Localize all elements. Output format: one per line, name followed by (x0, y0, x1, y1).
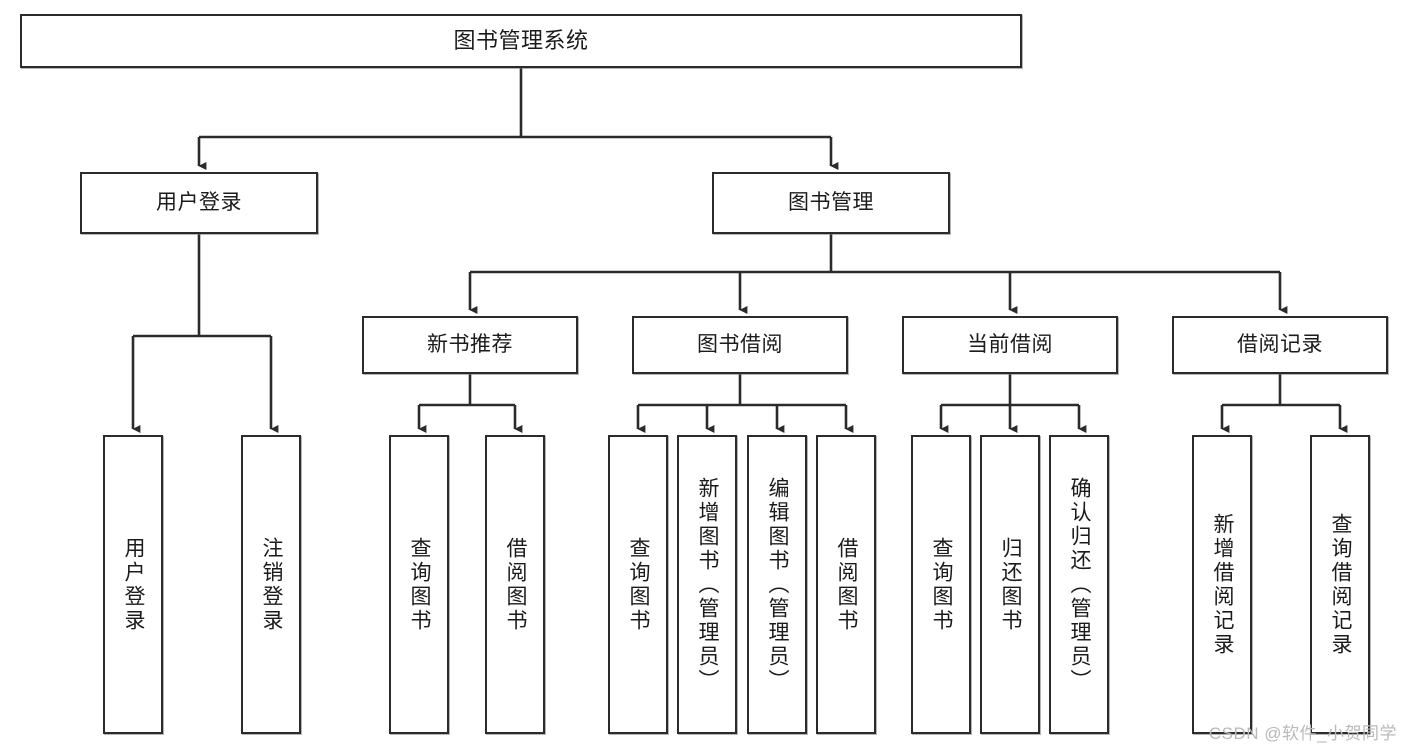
node-current-borrow[interactable]: 当前借阅 (902, 316, 1118, 374)
node-label: 注销登录 (260, 536, 284, 633)
node-leaf-newbook-borrow-book[interactable]: 借阅图书 (485, 435, 545, 734)
node-label: 查询图书 (627, 536, 651, 633)
node-label: 用户登录 (156, 190, 242, 214)
node-leaf-record-add-record[interactable]: 新增借阅记录 (1192, 435, 1252, 734)
node-borrow-record[interactable]: 借阅记录 (1172, 316, 1388, 374)
node-leaf-borrow-edit-book-admin[interactable]: 编辑图书（管理员） (747, 435, 807, 734)
node-label: 归还图书 (999, 536, 1023, 633)
node-label: 确认归还（管理员） (1068, 476, 1092, 693)
node-book-borrow[interactable]: 图书借阅 (632, 316, 848, 374)
node-label: 查询借阅记录 (1329, 512, 1353, 657)
node-user-login[interactable]: 用户登录 (80, 172, 318, 234)
node-leaf-borrow-borrow-book[interactable]: 借阅图书 (816, 435, 876, 734)
node-label: 图书管理系统 (453, 28, 589, 54)
node-leaf-record-query-record[interactable]: 查询借阅记录 (1310, 435, 1370, 734)
node-label: 编辑图书（管理员） (766, 476, 790, 693)
node-leaf-current-confirm-return-admin[interactable]: 确认归还（管理员） (1049, 435, 1109, 734)
node-leaf-borrow-query-book[interactable]: 查询图书 (608, 435, 668, 734)
node-label: 借阅记录 (1237, 332, 1323, 356)
node-leaf-newbook-query-book[interactable]: 查询图书 (389, 435, 449, 734)
node-new-book-recommend[interactable]: 新书推荐 (362, 316, 578, 374)
node-label: 当前借阅 (967, 332, 1053, 356)
node-label: 借阅图书 (504, 536, 528, 633)
node-label: 图书借阅 (697, 332, 783, 356)
node-root-system[interactable]: 图书管理系统 (20, 14, 1022, 68)
node-label: 用户登录 (122, 536, 146, 633)
node-leaf-user-login-login[interactable]: 用户登录 (103, 435, 163, 734)
node-leaf-current-query-book[interactable]: 查询图书 (911, 435, 971, 734)
watermark-text: CSDN @软件_小贺同学 (1208, 724, 1397, 743)
node-label: 查询图书 (408, 536, 432, 633)
node-label: 借阅图书 (835, 536, 859, 633)
node-leaf-current-return-book[interactable]: 归还图书 (980, 435, 1040, 734)
node-book-management[interactable]: 图书管理 (712, 172, 950, 234)
node-label: 新增图书（管理员） (696, 476, 720, 693)
node-leaf-borrow-add-book-admin[interactable]: 新增图书（管理员） (677, 435, 737, 734)
node-label: 查询图书 (930, 536, 954, 633)
node-leaf-user-login-logout[interactable]: 注销登录 (241, 435, 301, 734)
node-label: 新增借阅记录 (1211, 512, 1235, 657)
node-label: 图书管理 (788, 190, 874, 214)
node-label: 新书推荐 (427, 332, 513, 356)
